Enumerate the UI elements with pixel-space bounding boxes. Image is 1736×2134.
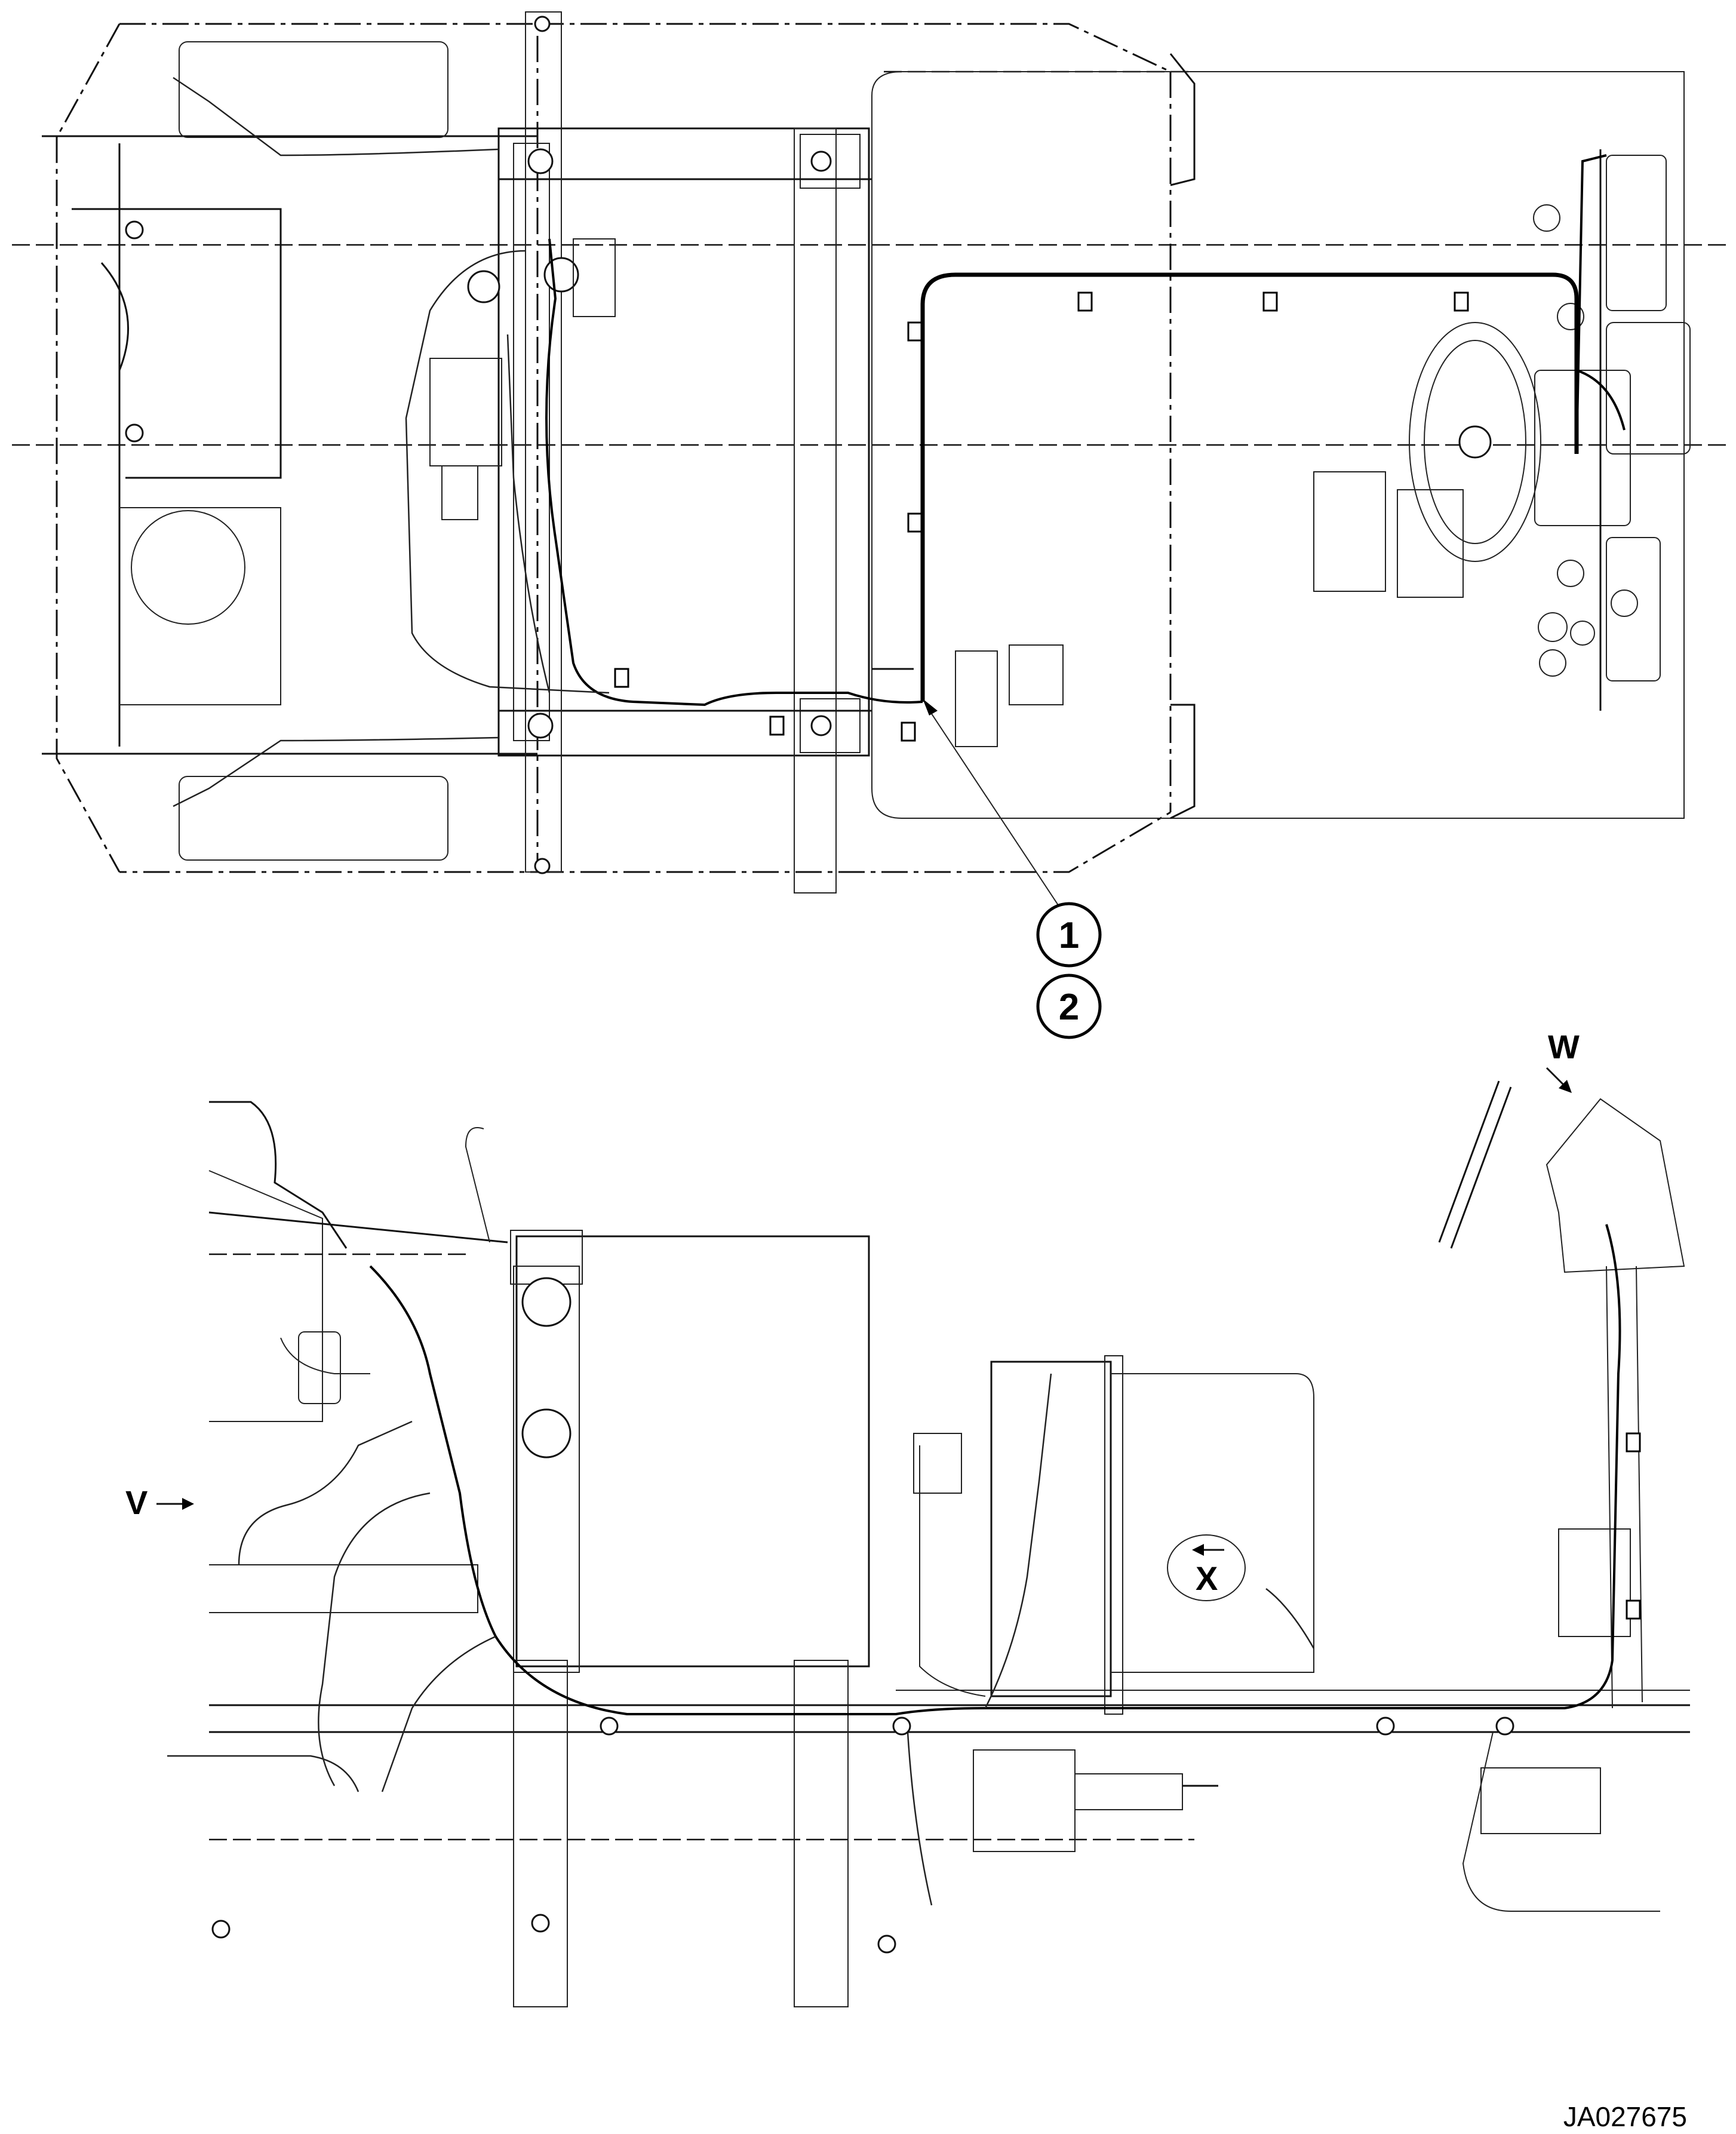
callout-circle-1 xyxy=(1036,902,1102,968)
view-label-x-group: X xyxy=(1192,1544,1224,1597)
drawing-code: JA027675 xyxy=(1563,2101,1687,2132)
view-x-arrow-icon xyxy=(1192,1544,1204,1556)
callout-2-label: 2 xyxy=(1059,987,1079,1028)
side-view xyxy=(167,1080,1690,2007)
callout-1-label: 1 xyxy=(1059,915,1079,956)
view-label-w-group: W xyxy=(1545,1028,1580,1093)
callout-group: 1 2 xyxy=(1036,902,1102,1039)
top-view xyxy=(12,11,1726,908)
view-w-arrow-icon xyxy=(1559,1080,1572,1093)
view-v-arrow-icon xyxy=(182,1498,194,1510)
view-label-w: W xyxy=(1548,1028,1580,1066)
callout-circle-2 xyxy=(1036,974,1102,1039)
view-label-v-group: V xyxy=(125,1484,194,1521)
view-label-x: X xyxy=(1196,1559,1218,1597)
view-label-v: V xyxy=(125,1484,148,1521)
